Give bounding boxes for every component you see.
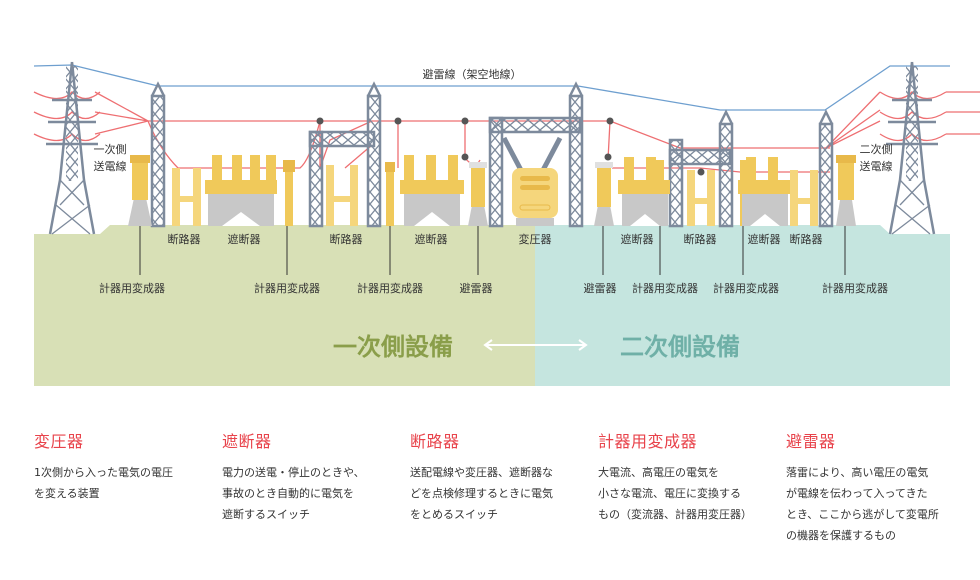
desc-disconnector: 断路器 送配電線や変圧器、遮断器な どを点検修理するときに電気 をとめるスイッチ	[410, 428, 590, 525]
label-disconnector-3: 断路器	[684, 232, 717, 246]
label-transformer: 変圧器	[519, 232, 552, 246]
label-disconnector-1: 断路器	[168, 232, 201, 246]
label-breaker-3: 遮断器	[621, 232, 654, 246]
label-breaker-1: 遮断器	[228, 232, 261, 246]
label-instrument-transformer-5: 計器用変成器	[713, 281, 779, 295]
primary-area-label: 一次側設備	[333, 333, 453, 361]
desc-title: 変圧器	[34, 432, 84, 451]
label-instrument-transformer-1: 計器用変成器	[99, 281, 165, 295]
leader-lines	[139, 226, 846, 275]
desc-title: 避雷器	[786, 432, 836, 451]
label-instrument-transformer-4: 計器用変成器	[632, 281, 698, 295]
label-breaker-4: 遮断器	[748, 232, 781, 246]
label-disconnector-4: 断路器	[790, 232, 823, 246]
desc-text: 電力の送電・停止のときや、 事故のとき自動的に電気を 遮断するスイッチ	[222, 466, 365, 521]
secondary-ground	[535, 225, 950, 386]
double-arrow-icon	[483, 339, 588, 351]
instrument-transformer-6	[836, 155, 856, 226]
circuit-breaker-2	[400, 155, 464, 226]
secondary-line-label-2: 送電線	[860, 159, 893, 173]
instrument-transformer-1	[128, 155, 152, 226]
instrument-transformer-2	[283, 160, 295, 226]
label-arrester-1: 避雷器	[460, 281, 493, 295]
ground-wire-label: 避雷線（架空地線）	[423, 67, 522, 81]
lightning-arrester-2	[594, 162, 614, 226]
circuit-breaker-3	[618, 157, 670, 226]
desc-title: 断路器	[410, 432, 460, 451]
instrument-transformer-3	[385, 162, 395, 226]
circuit-breaker-4	[738, 157, 790, 226]
circuit-breakers	[205, 155, 790, 226]
transformer	[501, 136, 563, 226]
gantry-structures	[150, 81, 834, 228]
desc-title: 遮断器	[222, 432, 272, 451]
desc-text: 送配電線や変圧器、遮断器な どを点検修理するときに電気 をとめるスイッチ	[410, 466, 553, 521]
desc-text: 大電流、高電圧の電気を 小さな電流、電圧に変換する もの（変流器、計器用変圧器）	[598, 466, 752, 521]
circuit-breaker-1	[205, 155, 277, 226]
desc-circuit-breaker: 遮断器 電力の送電・停止のときや、 事故のとき自動的に電気を 遮断するスイッチ	[222, 428, 402, 525]
substation-diagram: 避雷線（架空地線） 一次側 送電線 二次側 送電線 断路器 遮断器 断路器 遮断…	[33, 61, 980, 386]
desc-title: 計器用変成器	[598, 432, 698, 451]
primary-pylon	[46, 61, 98, 235]
lightning-arrester-1	[468, 162, 488, 226]
label-instrument-transformer-3: 計器用変成器	[357, 281, 423, 295]
desc-transformer: 変圧器 1次側から入った電気の電圧 を変える装置	[34, 428, 214, 504]
secondary-pylon	[886, 61, 938, 235]
primary-ground	[34, 225, 535, 386]
desc-lightning-arrester: 避雷器 落雷により、高い電圧の電気 が電線を伝わって入ってきた とき、ここから逃…	[786, 428, 966, 546]
junction-dots	[316, 117, 705, 176]
secondary-area-label: 二次側設備	[620, 333, 740, 361]
label-instrument-transformer-2: 計器用変成器	[254, 281, 320, 295]
equipment-labels-upper: 断路器 遮断器 断路器 遮断器 変圧器 遮断器 断路器 遮断器 断路器	[168, 232, 823, 246]
label-instrument-transformer-6: 計器用変成器	[822, 281, 888, 295]
label-disconnector-2: 断路器	[330, 232, 363, 246]
primary-line-label-1: 一次側	[94, 142, 127, 156]
label-arrester-2: 避雷器	[584, 281, 617, 295]
label-breaker-2: 遮断器	[415, 232, 448, 246]
disconnectors	[172, 165, 818, 226]
primary-line-label-2: 送電線	[94, 159, 127, 173]
secondary-line-label-1: 二次側	[860, 142, 893, 156]
desc-text: 1次側から入った電気の電圧 を変える装置	[34, 466, 173, 500]
desc-text: 落雷により、高い電圧の電気 が電線を伝わって入ってきた とき、ここから逃がして変…	[786, 466, 939, 542]
equipment-labels-lower: 計器用変成器 計器用変成器 計器用変成器 避雷器 避雷器 計器用変成器 計器用変…	[99, 281, 888, 295]
desc-instrument-transformer: 計器用変成器 大電流、高電圧の電気を 小さな電流、電圧に変換する もの（変流器、…	[598, 428, 778, 525]
